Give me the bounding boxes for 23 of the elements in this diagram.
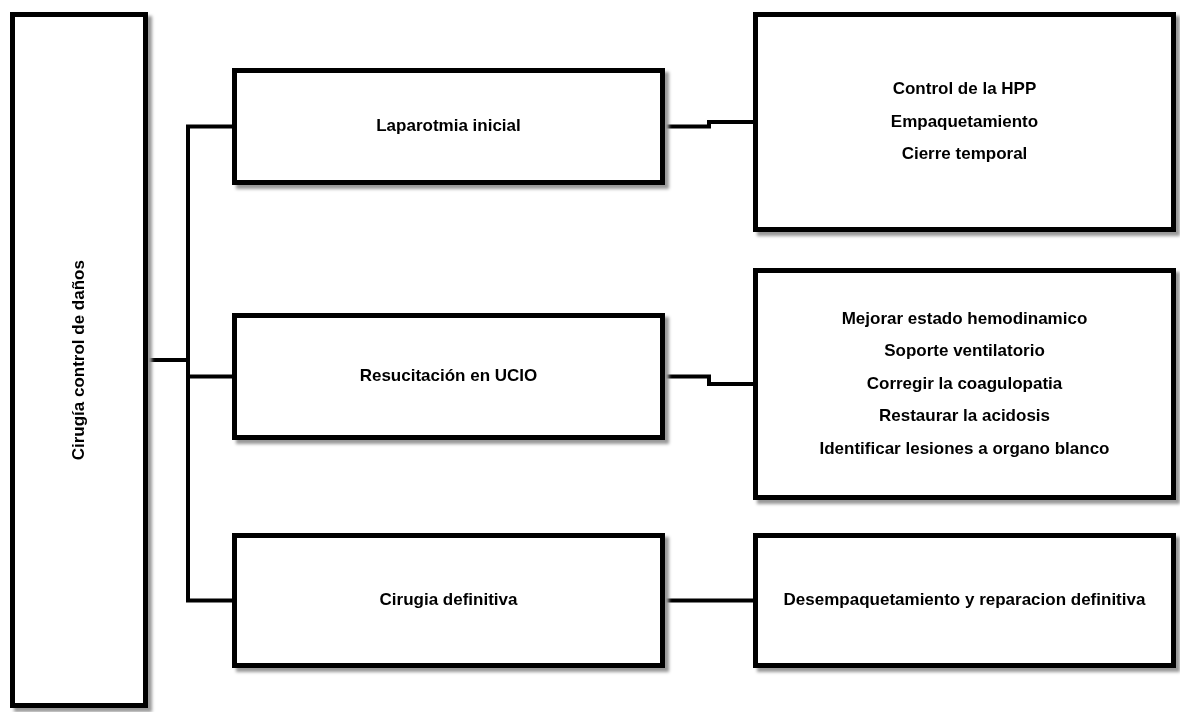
box-text: Restaurar la acidosis: [878, 406, 1051, 427]
box-text: Identificar lesiones a organo blanco: [818, 438, 1111, 459]
process-box: [753, 12, 1176, 232]
process-box: [753, 533, 1176, 668]
connector-line: [665, 374, 753, 386]
process-box: [232, 313, 665, 440]
box-text: Cierre temporal: [900, 144, 1029, 165]
connector-line: [665, 120, 753, 129]
box-text: Empaquetamiento: [889, 111, 1040, 133]
box-text: Laparotmia inicial: [375, 116, 522, 137]
box-text: Corregir la coagulopatia: [865, 373, 1064, 395]
vertical-title: Cirugía control de daños: [68, 259, 89, 461]
process-box: [232, 533, 665, 668]
box-text: Mejorar estado hemodinamico: [840, 309, 1089, 330]
box-text: Cirugia definitiva: [378, 590, 519, 611]
process-box: [232, 68, 665, 185]
process-box: [10, 12, 148, 708]
box-text: Resucitación en UCIO: [358, 366, 539, 387]
connector-line: [665, 598, 753, 603]
box-text: Desempaquetamiento y reparacion definitiva: [782, 590, 1147, 611]
box-text: Control de la HPP: [891, 79, 1038, 100]
process-box: [753, 268, 1176, 500]
box-text: Soporte ventilatorio: [883, 341, 1046, 362]
